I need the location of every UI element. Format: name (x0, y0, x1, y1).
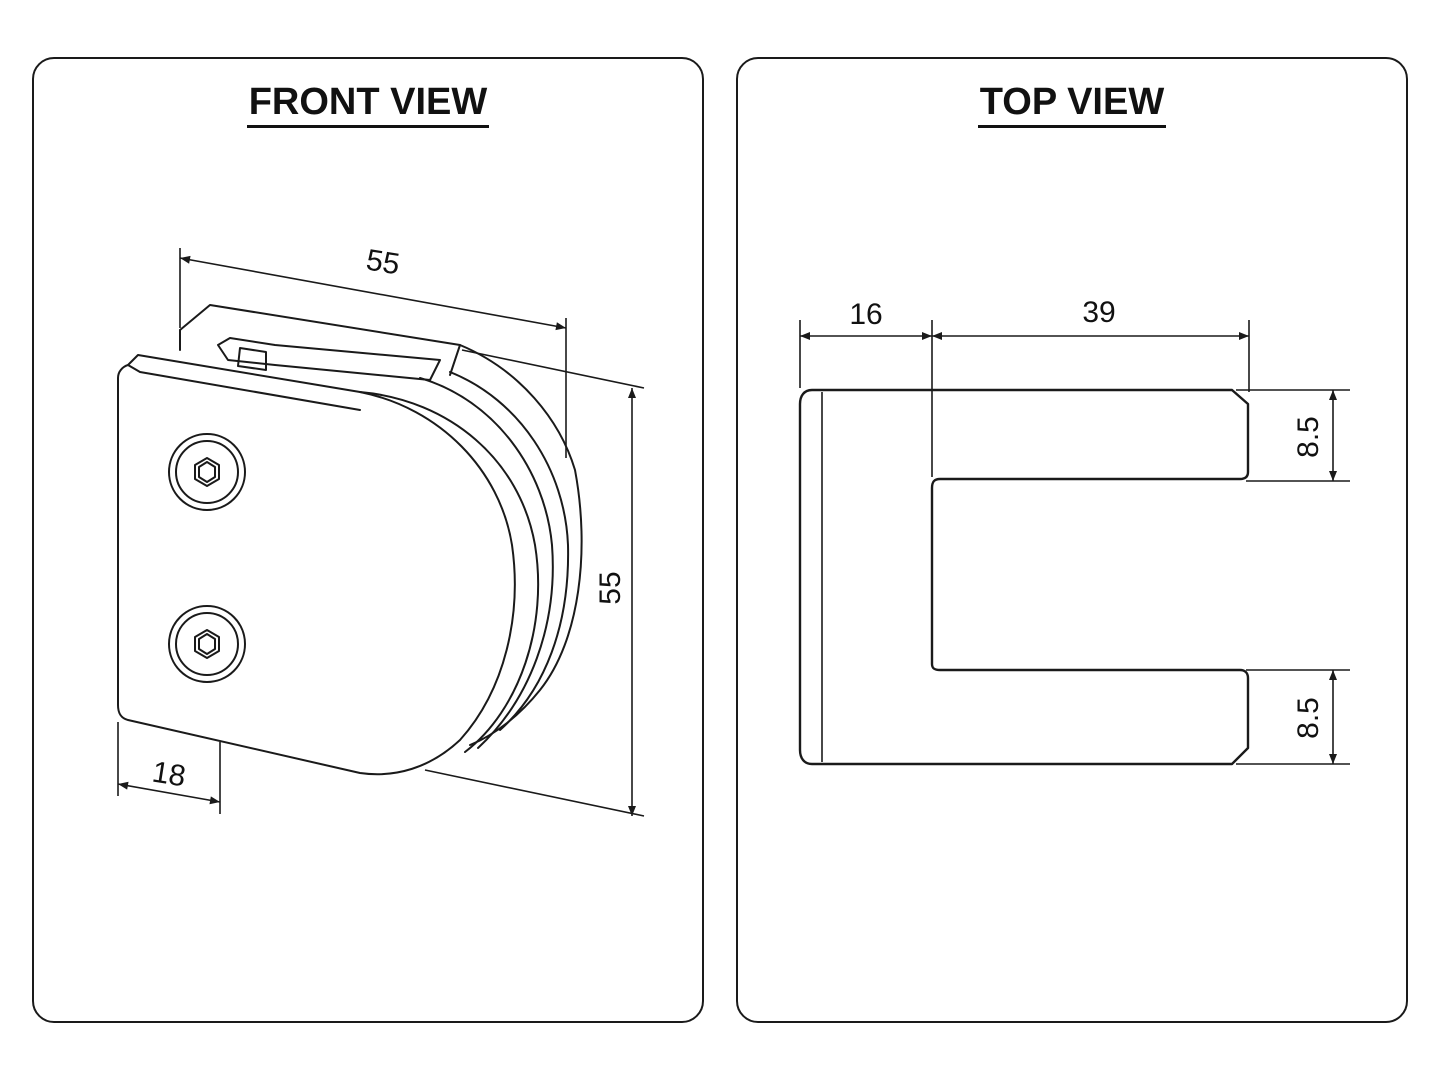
dim-width-label: 55 (364, 244, 402, 282)
dim-slot-label: 39 (1082, 296, 1115, 329)
dim-width-line (179, 255, 567, 331)
dim-depth-label: 18 (150, 756, 188, 794)
clamp-front-plate (117, 354, 516, 776)
u-profile-outline (798, 388, 1250, 766)
top-view-panel: TOP VIEW (736, 57, 1408, 1023)
top-profile-drawing (798, 388, 1250, 766)
clamp-slot (217, 337, 441, 381)
front-dimension-lines (117, 248, 645, 817)
front-view-title-text: FRONT VIEW (246, 81, 490, 128)
top-view-title-text: TOP VIEW (977, 81, 1167, 128)
dim-depth-line (117, 781, 221, 805)
top-dimension-lines (799, 320, 1350, 765)
top-view-title: TOP VIEW (738, 81, 1406, 128)
clamp-back-plate (179, 304, 583, 746)
dim-lower-arm-label: 8.5 (1292, 697, 1325, 739)
bolt-upper (168, 433, 246, 511)
front-view-panel: FRONT VIEW (32, 57, 704, 1023)
dim-height-label: 55 (594, 571, 627, 604)
front-clamp-drawing (117, 304, 583, 776)
bolt-lower (168, 605, 246, 683)
dim-upper-arm-label: 8.5 (1292, 416, 1325, 458)
front-view-title: FRONT VIEW (34, 81, 702, 128)
dim-back-label: 16 (849, 298, 882, 331)
